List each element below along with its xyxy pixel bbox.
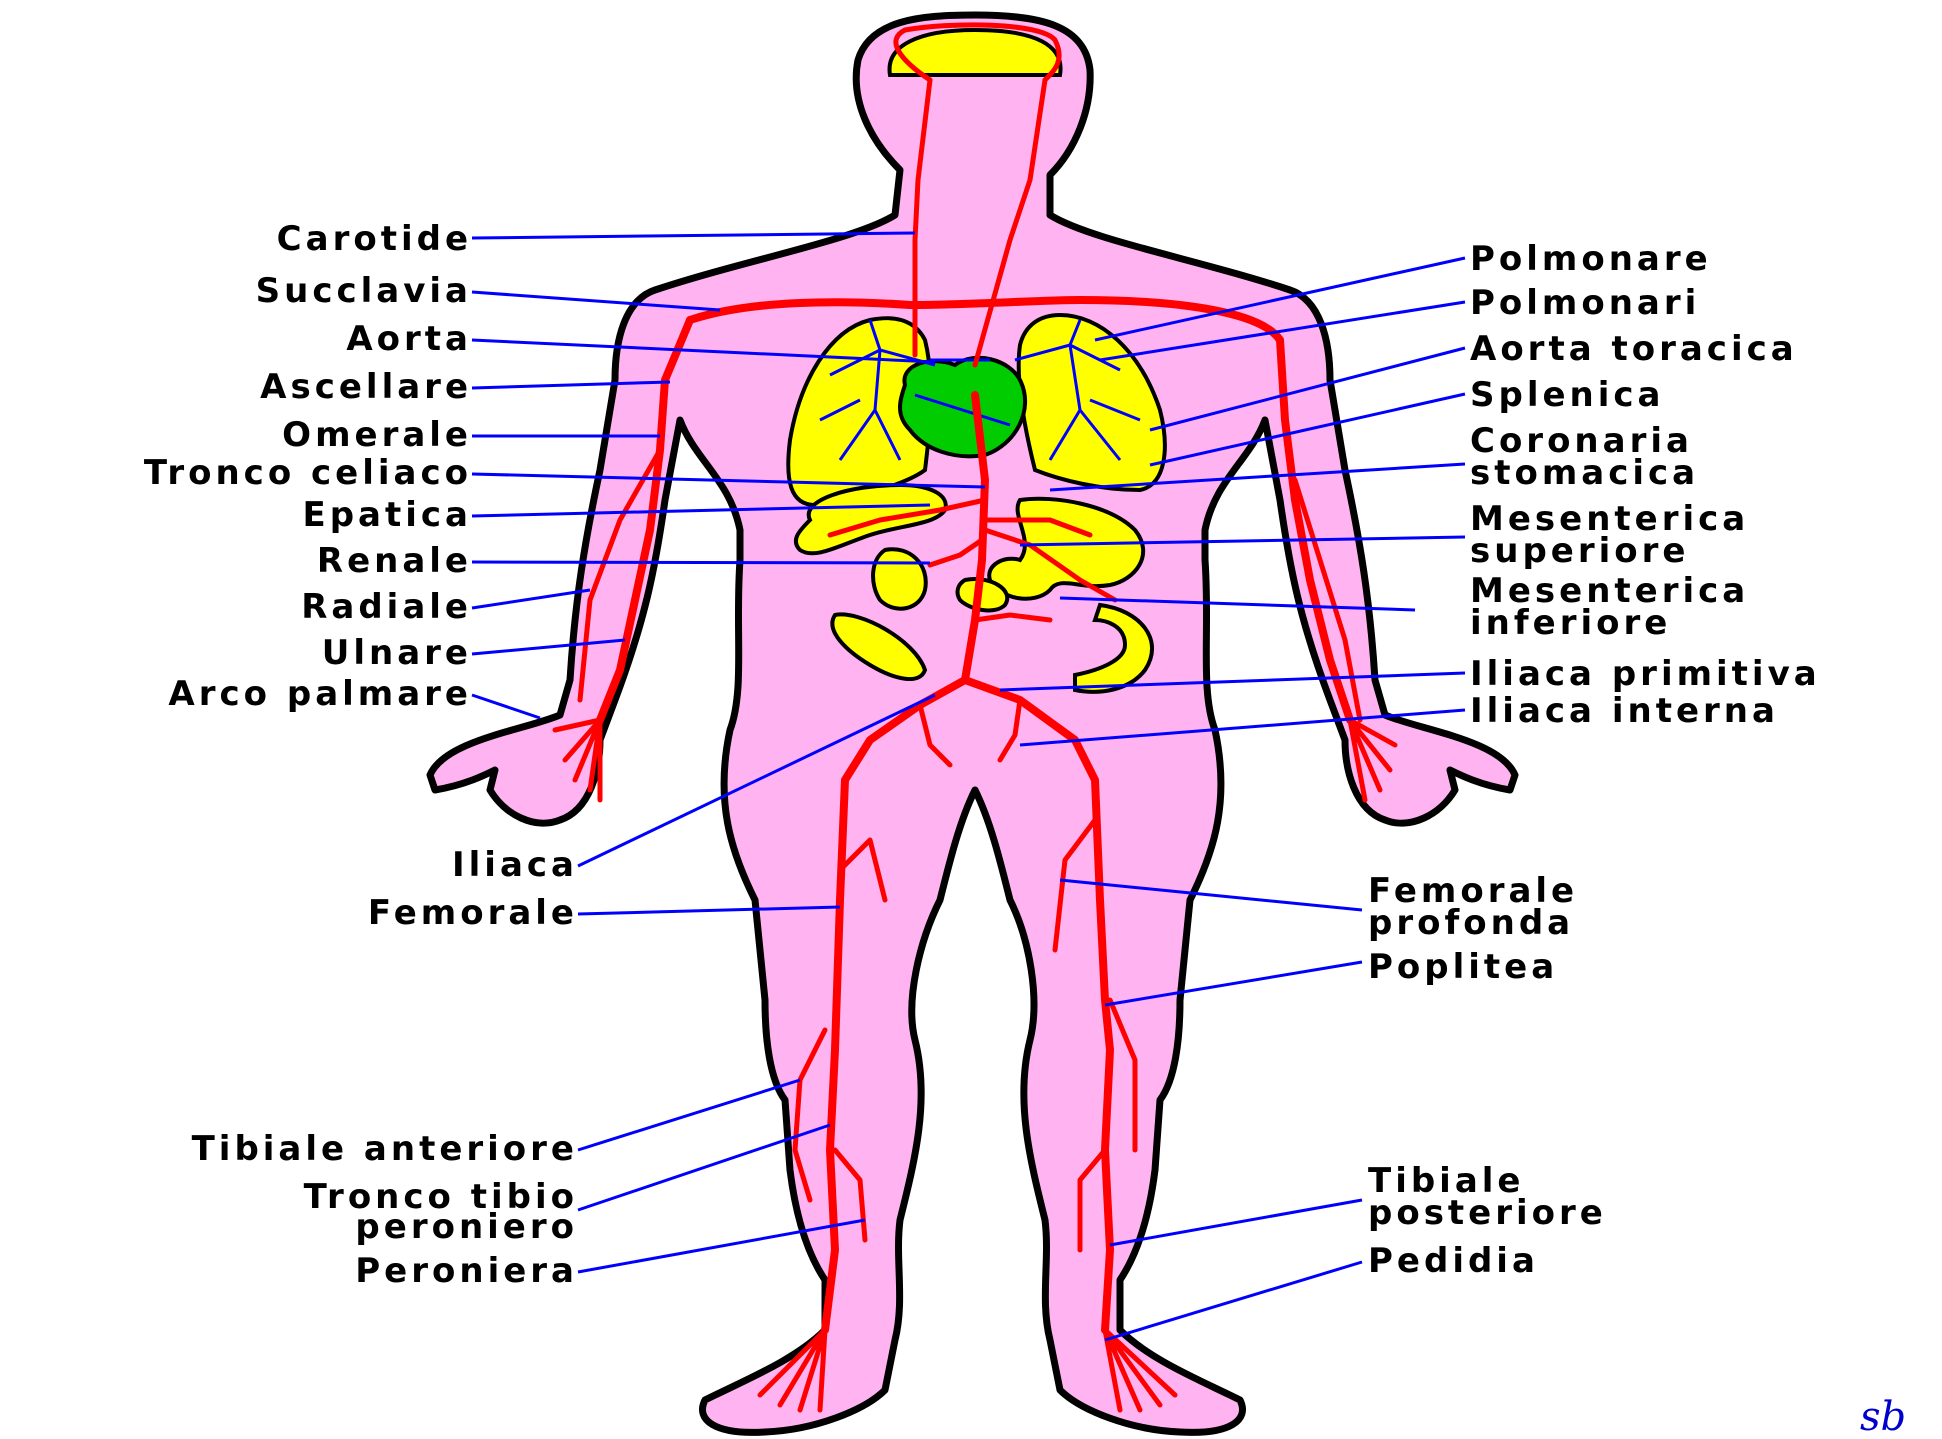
label-radiale: Radiale [301, 587, 472, 627]
author-signature: sb [1860, 1394, 1906, 1439]
label-renale: Renale [317, 541, 472, 581]
label-coronaria-line2: stomacica [1470, 453, 1699, 493]
label-femorale: Femorale [368, 893, 578, 933]
label-aorta-toracica: Aorta toracica [1470, 329, 1798, 369]
label-mesenterica-inferiore-line2: inferiore [1470, 603, 1671, 643]
label-peroniera: Peroniera [355, 1251, 578, 1291]
label-iliaca: Iliaca [452, 845, 578, 885]
label-polmonari: Polmonari [1470, 283, 1700, 323]
kidney [873, 549, 926, 608]
label-carotide: Carotide [277, 219, 472, 259]
label-tronco-tibio-line2: peroniero [355, 1207, 578, 1247]
label-ascellare: Ascellare [260, 367, 472, 407]
label-succlavia: Succlavia [256, 271, 472, 311]
label-pedidia: Pedidia [1368, 1241, 1539, 1281]
label-femorale-profonda-line2: profonda [1368, 903, 1574, 943]
label-polmonare: Polmonare [1470, 239, 1712, 279]
label-tibiale-anteriore: Tibiale anteriore [192, 1129, 578, 1169]
label-tronco-celiaco: Tronco celiaco [144, 453, 472, 493]
label-iliaca-primitiva: Iliaca primitiva [1470, 654, 1821, 694]
label-mesenterica-superiore-line2: superiore [1470, 531, 1689, 571]
label-omerale: Omerale [282, 415, 472, 455]
label-iliaca-interna: Iliaca interna [1470, 691, 1779, 731]
label-tibiale-posteriore-line2: posteriore [1368, 1193, 1607, 1233]
label-ulnare: Ulnare [322, 633, 472, 673]
heart [900, 358, 1025, 456]
label-aorta: Aorta [346, 319, 472, 359]
label-epatica: Epatica [302, 495, 472, 535]
label-splenica: Splenica [1470, 375, 1665, 415]
label-poplitea: Poplitea [1368, 947, 1558, 987]
label-arco-palmare: Arco palmare [168, 674, 472, 714]
